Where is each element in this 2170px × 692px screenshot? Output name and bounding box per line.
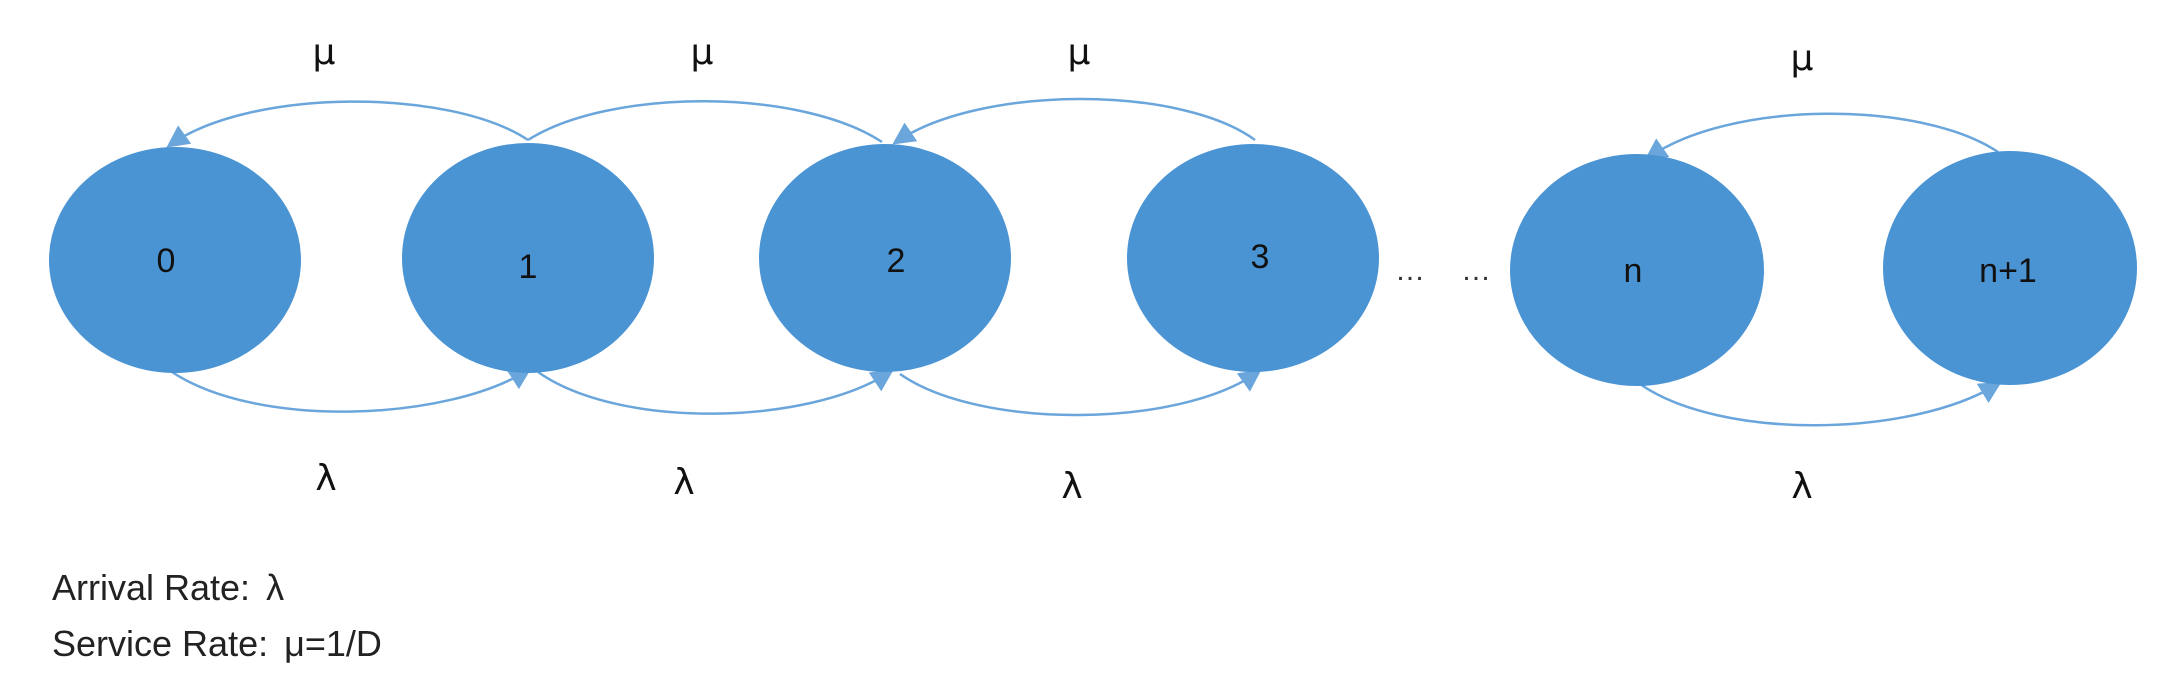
service-arc-n1-to-n: [1644, 112, 1999, 161]
state-label: 2: [887, 242, 906, 280]
service-rate-key: Service Rate:: [52, 623, 269, 664]
service-arcs: [166, 97, 1999, 161]
state-nodes: 0 1 2 3 n n+1: [49, 143, 2137, 386]
state-node-n-plus-1: n+1: [1883, 151, 2137, 385]
arrival-arc-2-to-3: [899, 369, 1262, 417]
arrival-rate-key: Arrival Rate:: [52, 567, 251, 608]
service-rate-label: μ: [691, 32, 714, 73]
state-node-1: 1: [402, 143, 654, 373]
state-node-2: 2: [759, 144, 1011, 372]
service-rate-labels: μ μ μ μ: [313, 32, 1814, 79]
arrival-rate-value: λ: [266, 567, 285, 608]
arrival-rate-label: λ: [315, 458, 336, 499]
state-node-n: n: [1510, 154, 1764, 386]
arrival-rate-label: λ: [673, 462, 694, 503]
arrival-arc-1-to-2: [537, 369, 894, 415]
ellipsis-text: …: [1395, 254, 1425, 287]
service-arc-3-to-2: [892, 97, 1256, 145]
legend-arrival-row: Arrival Rate: λ: [52, 560, 382, 616]
state-label: n: [1624, 252, 1643, 290]
service-rate-label: μ: [313, 32, 336, 73]
service-arc-2-to-1: [527, 100, 883, 144]
ellipsis-gap: … …: [1395, 254, 1491, 287]
state-label: 1: [519, 248, 538, 286]
ellipsis-text: …: [1461, 254, 1491, 287]
service-rate-label: μ: [1791, 38, 1814, 79]
service-rate-label: μ: [1068, 32, 1091, 73]
service-arc-1-to-0: [166, 100, 529, 148]
state-node-0: 0: [49, 147, 301, 373]
state-label: 0: [157, 242, 176, 280]
arrival-arc-0-to-1: [171, 367, 532, 413]
arrival-rate-label: λ: [1061, 466, 1082, 507]
arrival-arc-n-to-n1: [1639, 381, 2002, 427]
arrival-arcs: [171, 367, 2002, 427]
legend-service-row: Service Rate: μ=1/D: [52, 616, 382, 672]
state-label: 3: [1251, 238, 1270, 276]
service-rate-value: μ=1/D: [284, 623, 382, 664]
arrival-rate-label: λ: [1791, 466, 1812, 507]
state-label: n+1: [1979, 252, 2037, 290]
state-node-3: 3: [1127, 144, 1379, 372]
arrival-rate-labels: λ λ λ λ: [315, 458, 1812, 507]
legend: Arrival Rate: λ Service Rate: μ=1/D: [52, 560, 382, 672]
